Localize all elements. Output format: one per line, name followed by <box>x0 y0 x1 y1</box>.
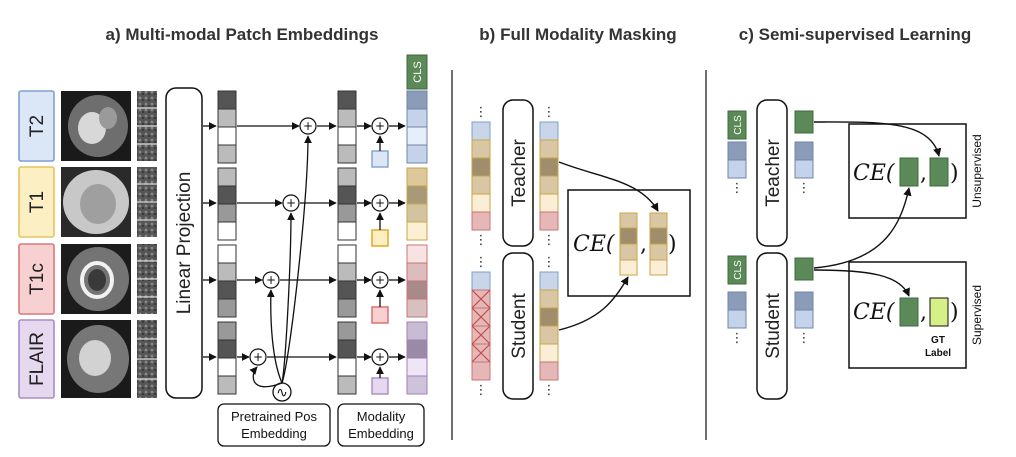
panel-a-title: a) Multi-modal Patch Embeddings <box>106 25 379 44</box>
mask-crosses <box>471 289 491 363</box>
teacher-input-c <box>727 141 747 179</box>
svg-text:+: + <box>286 196 296 210</box>
teacher-label-c: Teacher <box>763 139 784 207</box>
svg-text:+: + <box>375 273 385 287</box>
cls-label-a: CLS <box>412 61 424 82</box>
gt-label-2: Label <box>925 348 951 359</box>
patch-embedding-col-1 <box>217 90 237 395</box>
student-input-stack <box>471 271 491 381</box>
svg-text:⋮: ⋮ <box>543 255 556 270</box>
student-block-c: Student <box>756 252 788 400</box>
svg-text:⋮: ⋮ <box>475 255 488 270</box>
ce-box-supervised: CE( , ) GT Label Supervised <box>848 261 984 369</box>
svg-text:+: + <box>253 350 263 364</box>
linear-projection-block: Linear Projection <box>165 87 203 399</box>
arrows-b <box>558 161 659 331</box>
svg-text:): ) <box>668 232 677 257</box>
svg-text:+: + <box>375 119 385 133</box>
supervised-label: Supervised <box>970 285 984 345</box>
modality-label-t1c: T1c <box>27 263 48 295</box>
patch-strips <box>137 91 157 398</box>
svg-text:⋮: ⋮ <box>798 331 811 346</box>
unsupervised-label: Unsupervised <box>970 134 984 207</box>
teacher-block-c: Teacher <box>756 99 788 247</box>
arrows-c <box>813 121 942 297</box>
svg-text:∿: ∿ <box>276 385 288 401</box>
svg-text:,: , <box>640 232 647 257</box>
modality-label-t2: T2 <box>27 115 48 137</box>
svg-text:): ) <box>950 300 959 325</box>
modality-label-t1: T1 <box>27 191 48 213</box>
svg-text:⋮: ⋮ <box>475 105 488 120</box>
svg-text:,: , <box>920 161 927 186</box>
ce-label-unsup: CE( <box>853 161 895 186</box>
svg-text:⋮: ⋮ <box>731 181 744 196</box>
row-arrows <box>203 122 406 378</box>
modality-label-flair: FLAIR <box>27 332 48 386</box>
modality-t2: T2 <box>18 90 55 162</box>
svg-text:+: + <box>303 119 313 133</box>
pos-source-node: ∿ <box>272 382 292 402</box>
mri-scan-t1 <box>61 167 131 237</box>
student-label-b: Student <box>509 293 530 359</box>
student-output-c <box>794 257 814 329</box>
svg-text:⋮: ⋮ <box>543 105 556 120</box>
plus-nodes <box>249 117 389 366</box>
panel-b: b) Full Modality Masking ⋮ ⋮ ⋮ <box>471 25 691 400</box>
mri-scan-t1c <box>61 244 131 314</box>
pos-embedding-label-1: Pretrained Pos <box>231 409 317 424</box>
modality-t1: T1 <box>18 166 55 238</box>
svg-text:⋮: ⋮ <box>543 233 556 248</box>
modality-embedding-label-1: Modality <box>357 409 406 424</box>
patch-embedding-col-2 <box>337 90 357 395</box>
panel-c-title: c) Semi-supervised Learning <box>739 25 971 44</box>
teacher-block-b: Teacher <box>502 99 534 247</box>
student-label-c: Student <box>763 293 784 359</box>
svg-text:⋮: ⋮ <box>475 383 488 398</box>
pos-embedding-label-2: Embedding <box>241 426 307 441</box>
svg-text:+: + <box>375 350 385 364</box>
teacher-label-b: Teacher <box>509 139 530 207</box>
teacher-output-stack <box>539 121 559 231</box>
ce-box-unsupervised: CE( , ) Unsupervised <box>848 123 984 219</box>
student-input-c <box>727 291 747 329</box>
plus-symbols: + + + + + + + + <box>253 119 385 364</box>
modality-embedding-box: Modality Embedding <box>337 403 425 447</box>
svg-text:+: + <box>375 196 385 210</box>
svg-text:): ) <box>950 161 959 186</box>
teacher-input-stack <box>471 121 491 231</box>
svg-text:CLS: CLS <box>733 115 744 135</box>
cls-token-c-student: CLS <box>727 255 747 285</box>
student-output-stack <box>539 271 559 381</box>
ce-label-sup: CE( <box>853 300 895 325</box>
svg-text:⋮: ⋮ <box>475 233 488 248</box>
svg-text:,: , <box>920 300 927 325</box>
gt-label-1: GT <box>931 335 945 346</box>
panel-a: a) Multi-modal Patch Embeddings T2 T1 T1… <box>18 25 428 447</box>
mri-scan-flair <box>61 320 131 398</box>
svg-text:CLS: CLS <box>733 260 744 280</box>
ce-label-b: CE( <box>573 232 615 257</box>
svg-text:⋮: ⋮ <box>543 383 556 398</box>
mri-scan-t2 <box>61 91 131 161</box>
svg-text:⋮: ⋮ <box>731 331 744 346</box>
cls-token-a: CLS <box>406 54 428 90</box>
modality-flair: FLAIR <box>18 319 55 399</box>
panel-c: c) Semi-supervised Learning CLS ⋮ Teache… <box>727 25 984 400</box>
final-embedding-col <box>406 90 428 395</box>
cls-token-c-teacher: CLS <box>727 110 747 140</box>
svg-text:⋮: ⋮ <box>798 181 811 196</box>
modality-embedding-squares <box>371 150 389 395</box>
modality-t1c: T1c <box>18 243 55 315</box>
modality-embedding-label-2: Embedding <box>348 426 414 441</box>
ce-box-b: CE( , ) <box>567 189 691 297</box>
linear-projection-label: Linear Projection <box>174 172 195 315</box>
student-block-b: Student <box>502 252 534 400</box>
teacher-output-c <box>794 110 814 179</box>
pos-embedding-box: Pretrained Pos Embedding <box>217 403 331 447</box>
svg-text:+: + <box>266 273 276 287</box>
pos-curves <box>249 135 312 388</box>
panel-b-title: b) Full Modality Masking <box>479 25 676 44</box>
